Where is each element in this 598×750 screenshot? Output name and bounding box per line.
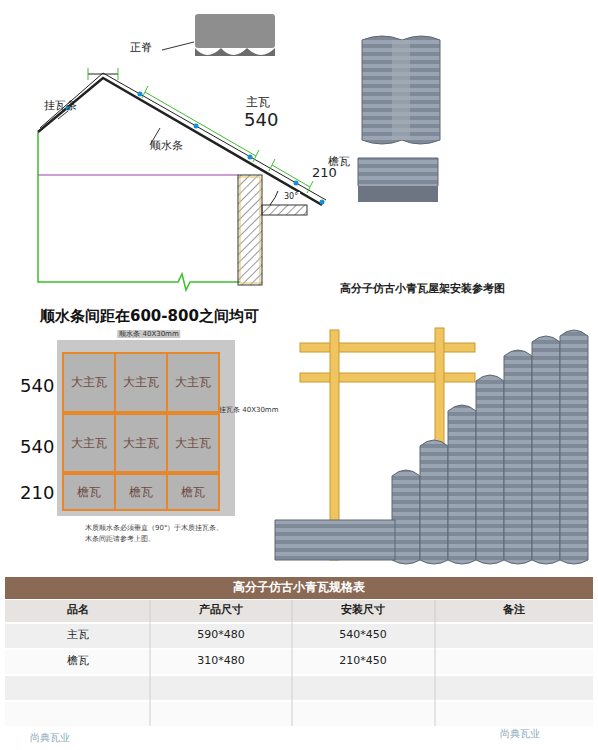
tile-cell: 檐瓦 <box>62 473 116 511</box>
eave-row <box>275 520 395 560</box>
dimension: 540 <box>20 376 54 397</box>
tile-column <box>476 375 504 564</box>
tile-name: 大主瓦 <box>123 374 159 391</box>
tile-cell: 大主瓦 <box>114 413 168 473</box>
table-cell: 210*450 <box>339 655 387 668</box>
tile-name: 大主瓦 <box>175 435 211 452</box>
table-header: 产品尺寸 <box>199 604 243 617</box>
tile-name: 檐瓦 <box>77 484 101 501</box>
table-cell: 主瓦 <box>67 629 89 642</box>
tile-column <box>532 336 560 564</box>
dimension: 210 <box>20 483 54 504</box>
tile-name: 大主瓦 <box>175 374 211 391</box>
tile-column <box>504 350 532 564</box>
building-section <box>38 68 326 290</box>
batten-dots <box>66 92 325 205</box>
table-cell: 檐瓦 <box>67 655 89 668</box>
tile-name: 大主瓦 <box>71 374 107 391</box>
ridge-tile <box>162 14 275 56</box>
tile-column <box>560 330 588 564</box>
part-name: 挂瓦条 <box>44 100 77 113</box>
tile-column <box>392 470 420 564</box>
part-name: 顺水条 <box>150 140 183 153</box>
part-name: 顺水条 40X30mm <box>117 330 180 338</box>
tile-cell: 檐瓦 <box>166 473 220 511</box>
table-title: 高分子仿古小青瓦规格表 <box>233 581 365 595</box>
tile-cell: 大主瓦 <box>114 352 168 413</box>
roof-render <box>275 328 588 564</box>
table-cell: 590*480 <box>197 629 245 642</box>
spec-table <box>5 577 593 726</box>
main-tile <box>362 36 440 144</box>
note: 顺水条间距在600-800之间均可 <box>40 308 259 325</box>
tile-cell: 大主瓦 <box>166 413 220 473</box>
tile-name: 檐瓦 <box>181 484 205 501</box>
part-name: 挂瓦条 40X30mm <box>219 406 278 414</box>
table-header: 品名 <box>67 604 89 617</box>
tile-cell: 檐瓦 <box>114 473 168 511</box>
tile-name: 大主瓦 <box>123 435 159 452</box>
tile-cell: 大主瓦 <box>62 413 116 473</box>
eave-tile <box>358 158 438 202</box>
tile-name: 大主瓦 <box>71 435 107 452</box>
note: 木条间距请参考上图。 <box>85 535 155 543</box>
note: 木质顺水条必须垂直（90°）于木质挂瓦条。 <box>85 524 223 532</box>
grid-ground <box>57 340 235 516</box>
table-cell: 540*450 <box>339 629 387 642</box>
dimension: 210 <box>312 166 337 181</box>
part-name: 正脊 <box>130 42 152 55</box>
tile-cell: 大主瓦 <box>62 352 116 413</box>
part-name: 主瓦 <box>246 96 270 110</box>
watermark: 尚典瓦业 <box>500 728 540 740</box>
tile-cell: 大主瓦 <box>166 352 220 413</box>
table-header: 备注 <box>503 604 525 617</box>
table-header: 安装尺寸 <box>341 604 385 617</box>
watermark: 尚典瓦业 <box>30 732 70 744</box>
tile-column <box>420 440 448 564</box>
tile-name: 檐瓦 <box>129 484 153 501</box>
angle: 30° <box>282 192 300 201</box>
dimension: 540 <box>244 110 278 131</box>
dimension: 540 <box>20 437 54 458</box>
caption: 高分子仿古小青瓦屋架安装参考图 <box>340 283 505 296</box>
table-cell: 310*480 <box>197 655 245 668</box>
tile-column <box>448 405 476 564</box>
